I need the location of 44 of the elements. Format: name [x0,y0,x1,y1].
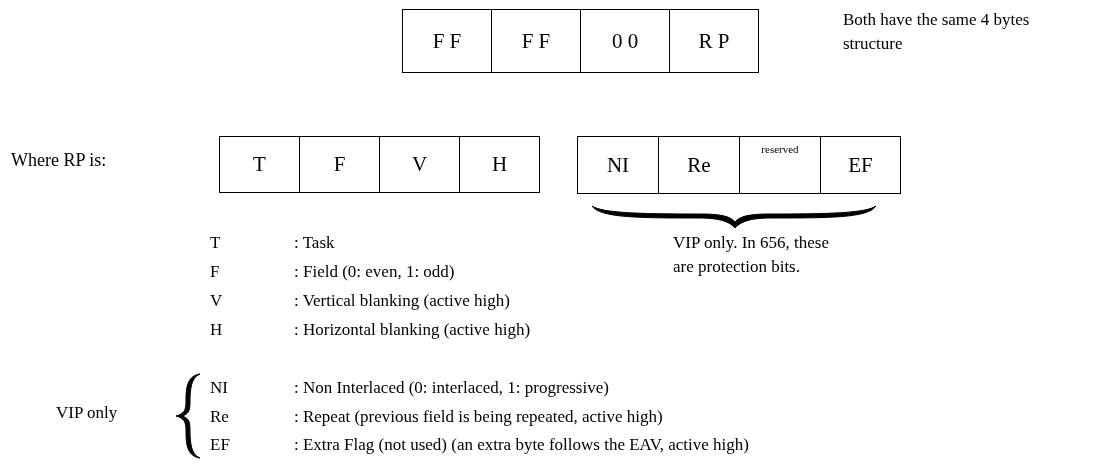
field-cell [820,136,901,194]
field-name: NI [606,152,630,178]
bit-description: : Repeat (previous field is being repeated, active high) [294,406,663,428]
bit-name: Re [210,406,229,428]
field-name: F [333,152,346,177]
field-name: V [411,152,428,177]
field-cell [459,136,540,193]
field-cell [402,9,492,73]
field-name: F F [432,28,462,54]
note: VIP only. In 656, these are protection bits. [673,232,830,278]
bit-description: : Non Interlaced (0: interlaced, 1: progressive) [294,377,609,399]
field-cell [219,136,300,193]
field-name: reserved [761,143,799,155]
group-label: VIP only [56,402,118,424]
bit-name: F [210,261,220,283]
bit-description: : Field (0: even, 1: odd) [294,261,455,283]
field-name: H [491,152,508,177]
field-cell [739,136,821,194]
field-cell [299,136,380,193]
field-cell [577,136,659,194]
bit-description: : Extra Flag (not used) (an extra byte follows the EAV, active high) [294,434,749,456]
row-label: Where RP is: [11,149,107,172]
field-cell [491,9,581,73]
field-name: R P [698,28,730,54]
field-name: 0 0 [611,28,639,54]
bit-name: T [210,232,221,254]
field-name: Re [687,152,711,178]
note: Both have the same 4 bytes structure [843,9,1031,55]
field-name: T [253,152,266,177]
bit-name: V [210,290,223,312]
curly-brace [175,373,201,459]
field-name: F F [521,28,551,54]
bit-description: : Vertical blanking (active high) [294,290,510,312]
field-cell [580,9,670,73]
bit-name: H [210,319,223,341]
field-cell [669,9,759,73]
bit-description: : Task [294,232,335,254]
field-cell [379,136,460,193]
field-name: EF [848,152,873,178]
curly-brace [591,205,877,229]
bit-name: NI [210,377,228,399]
bit-description: : Horizontal blanking (active high) [294,319,531,341]
bit-name: EF [210,434,230,456]
field-cell [658,136,740,194]
